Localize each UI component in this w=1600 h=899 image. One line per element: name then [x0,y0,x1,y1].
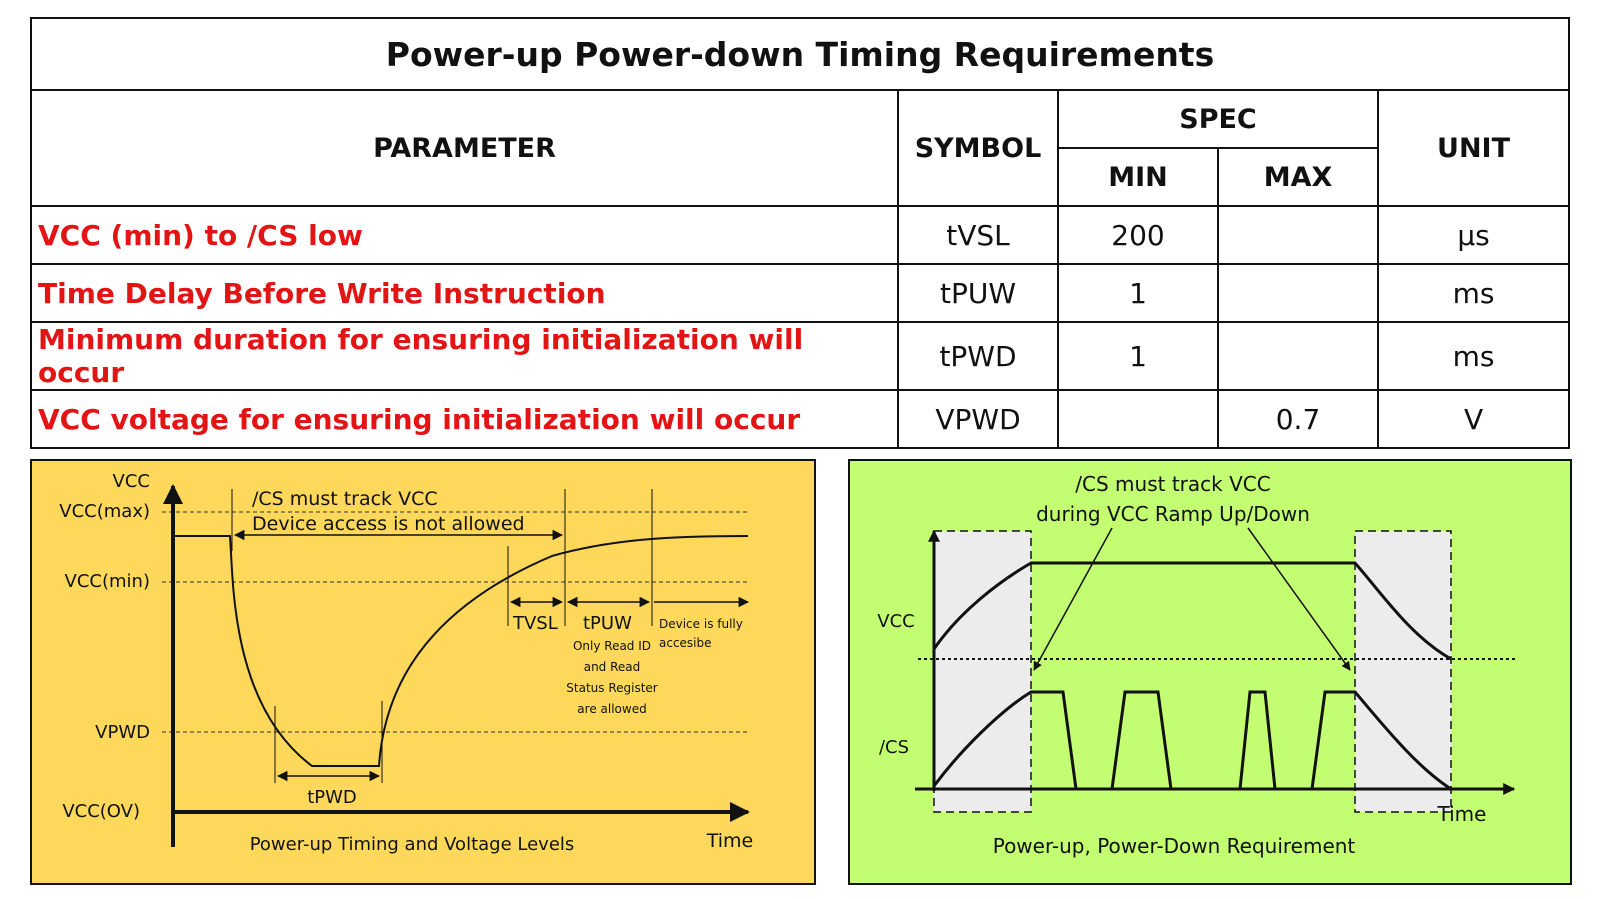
header-min: MIN [1057,147,1219,207]
row-unit: ms [1376,321,1571,391]
diagram-caption: Power-up, Power-Down Requirement [993,834,1356,858]
vcc-max-label: VCC(max) [59,501,150,522]
cs-label: /CS [879,737,909,758]
table-title: Power-up Power-down Timing Requirements [29,17,1571,91]
row-symbol: tVSL [897,205,1059,265]
device-accessible-note-line: accesibe [659,636,712,650]
table-row: Time Delay Before Write Instruction tPUW… [30,263,1571,323]
power-down-requirement-svg: /CS must track VCC during VCC Ramp Up/Do… [877,472,1516,858]
annotation-access-not-allowed: Device access is not allowed [252,513,525,535]
row-parameter: VCC (min) to /CS low [30,205,899,265]
row-min: 1 [1057,321,1219,391]
timing-requirements-table: Power-up Power-down Timing Requirements … [29,17,1571,449]
header-symbol: SYMBOL [897,89,1059,207]
power-up-timing-svg: VCC VCC(max) VCC(min) VPWD VCC(OV) /CS m… [59,471,754,855]
vcc-ov-label: VCC(OV) [62,801,140,822]
diagram-title-line: /CS must track VCC [1075,472,1270,496]
y-axis-label: VCC [113,471,150,492]
diagram-caption: Power-up Timing and Voltage Levels [250,834,575,855]
tpwd-label: tPWD [307,787,357,808]
tvsl-label: TVSL [512,613,558,634]
track-pointer-arrow [1247,527,1351,671]
vcc-curve [173,535,749,767]
row-max [1217,263,1379,323]
row-parameter: Time Delay Before Write Instruction [30,263,899,323]
row-min: 1 [1057,263,1219,323]
track-pointer-arrow [1033,527,1113,671]
row-max [1217,321,1379,391]
row-symbol: tPUW [897,263,1059,323]
header-max: MAX [1217,147,1379,207]
table-row: VCC (min) to /CS low tVSL 200 µs [30,205,1571,265]
cs-waveform [932,690,1514,791]
row-min [1057,389,1219,449]
diagram-title-line: during VCC Ramp Up/Down [1036,502,1310,526]
vcc-min-label: VCC(min) [65,571,150,592]
row-symbol: tPWD [897,321,1059,391]
x-axis-label: Time [1437,802,1487,826]
row-unit: V [1376,389,1571,449]
power-down-requirement-diagram: /CS must track VCC during VCC Ramp Up/Do… [848,459,1572,885]
header-parameter: PARAMETER [30,89,899,207]
header-unit: UNIT [1376,89,1571,207]
vpwd-label: VPWD [95,722,150,743]
device-accessible-note-line: Device is fully [659,617,743,631]
row-parameter: VCC voltage for ensuring initialization … [30,389,899,449]
vcc-label: VCC [877,611,914,632]
table-row: VCC voltage for ensuring initialization … [30,389,1571,449]
tpuw-label: tPUW [583,613,632,634]
ramp-down-region [1354,530,1452,813]
power-up-timing-diagram: VCC VCC(max) VCC(min) VPWD VCC(OV) /CS m… [30,459,816,885]
annotation-cs-track: /CS must track VCC [252,488,438,510]
tpuw-note-line: and Read [584,660,641,674]
row-max: 0.7 [1217,389,1379,449]
tpuw-note-line: are allowed [577,702,646,716]
tpuw-note-line: Only Read ID [573,639,651,653]
row-unit: ms [1376,263,1571,323]
row-symbol: VPWD [897,389,1059,449]
row-unit: µs [1376,205,1571,265]
row-min: 200 [1057,205,1219,265]
vcc-waveform [932,561,1452,661]
table-row: Minimum duration for ensuring initializa… [30,321,1571,391]
tpuw-note-line: Status Register [566,681,658,695]
row-parameter: Minimum duration for ensuring initializa… [30,321,899,391]
row-max [1217,205,1379,265]
x-axis-label: Time [706,830,754,852]
header-spec: SPEC [1057,89,1379,149]
